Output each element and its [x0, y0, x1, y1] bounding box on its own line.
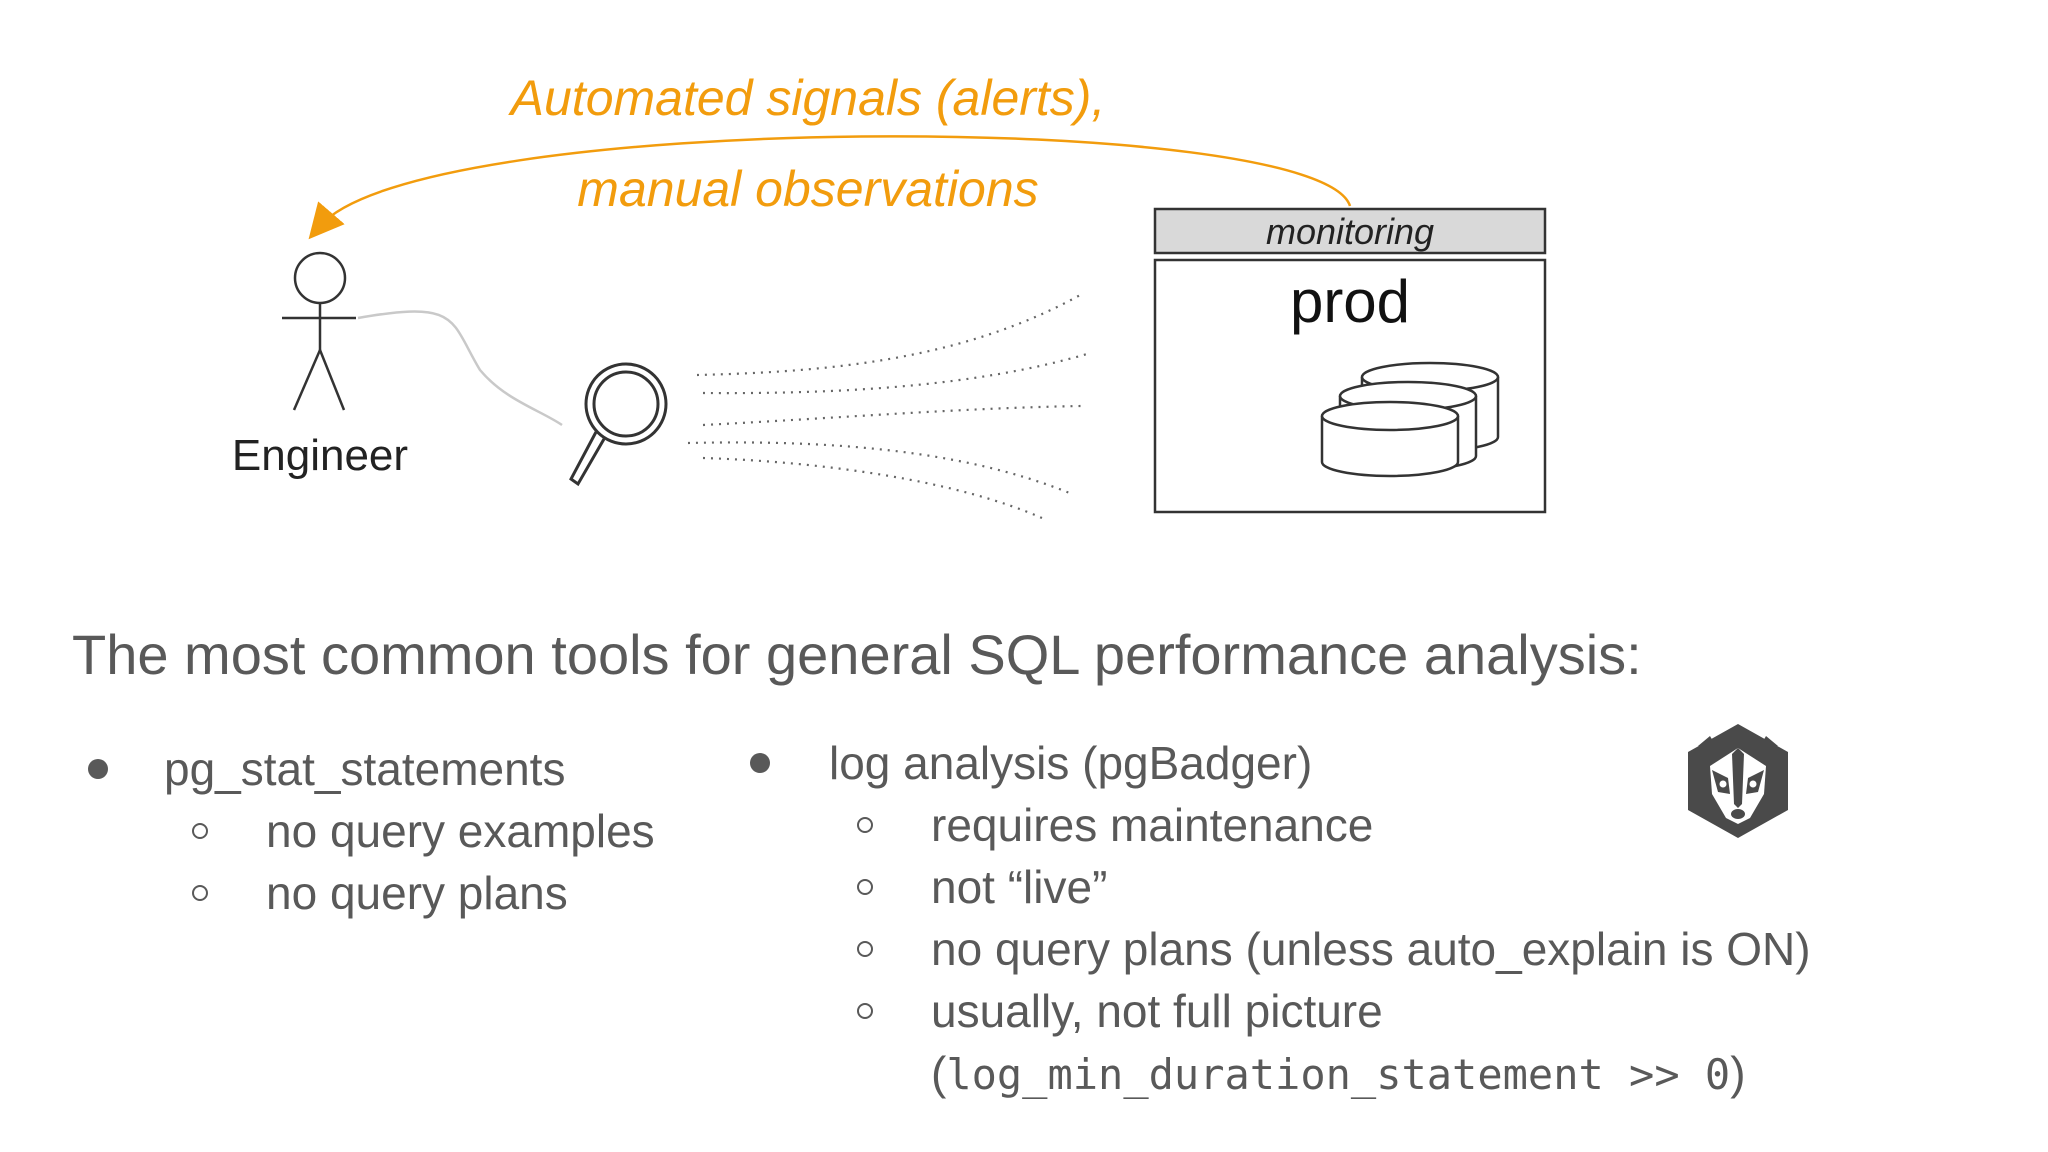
monitoring-label: monitoring [1266, 211, 1434, 252]
hollow-bullet-icon [857, 817, 873, 833]
bullet-item: log analysis (pgBadger) [745, 732, 1811, 794]
feedback-arrow [308, 135, 1352, 240]
badger-icon [1688, 724, 1788, 838]
sub-item-text: no query examples [266, 805, 655, 857]
sub-item-text: no query plans [266, 867, 568, 919]
tool-pg-stat-statements: pg_stat_statements no query examples no … [80, 738, 655, 924]
code-open-paren: ( [931, 1047, 947, 1099]
log-min-duration-code: log_min_duration_statement >> 0 [946, 1050, 1731, 1099]
hollow-bullet-icon [857, 941, 873, 957]
sub-bullet-item: no query plans [80, 862, 655, 924]
hollow-bullet-icon [857, 879, 873, 895]
engineer-link [357, 310, 563, 427]
bullet-dot-icon [750, 753, 770, 773]
feedback-label-line1: Automated signals (alerts), [508, 70, 1106, 126]
engineer-label: Engineer [232, 431, 408, 480]
bullet-dot-icon [88, 759, 108, 779]
hollow-bullet-icon [857, 1003, 873, 1019]
feedback-label-line2: manual observations [577, 161, 1038, 217]
monitoring-bar [1153, 207, 1547, 255]
prod-label: prod [1290, 268, 1410, 335]
hollow-bullet-icon [192, 823, 208, 839]
sub-item-continuation: (log_min_duration_statement >> 0) [745, 1042, 1811, 1106]
code-close-paren: ) [1730, 1047, 1746, 1099]
sub-item-text: requires maintenance [931, 799, 1374, 851]
sub-item-text: no query plans (unless auto_explain is O… [931, 923, 1811, 975]
bullet-item: pg_stat_statements [80, 738, 655, 800]
tool-pgbadger: log analysis (pgBadger) requires mainten… [745, 732, 1811, 1106]
magnifying-glass-icon [569, 362, 668, 487]
sub-item-text: usually, not full picture [931, 985, 1383, 1037]
sub-bullet-item: usually, not full picture [745, 980, 1811, 1042]
observation-lines [687, 293, 1088, 520]
tool-title: pg_stat_statements [164, 743, 566, 795]
sub-bullet-item: no query plans (unless auto_explain is O… [745, 918, 1811, 980]
slide-heading: The most common tools for general SQL pe… [72, 623, 1642, 686]
sub-item-text: not “live” [931, 861, 1108, 913]
hollow-bullet-icon [192, 885, 208, 901]
sub-bullet-item: no query examples [80, 800, 655, 862]
database-stack-icon [1320, 361, 1500, 478]
stick-figure-icon [282, 251, 356, 411]
sub-bullet-item: not “live” [745, 856, 1811, 918]
sub-bullet-item: requires maintenance [745, 794, 1811, 856]
tool-title: log analysis (pgBadger) [829, 737, 1313, 789]
